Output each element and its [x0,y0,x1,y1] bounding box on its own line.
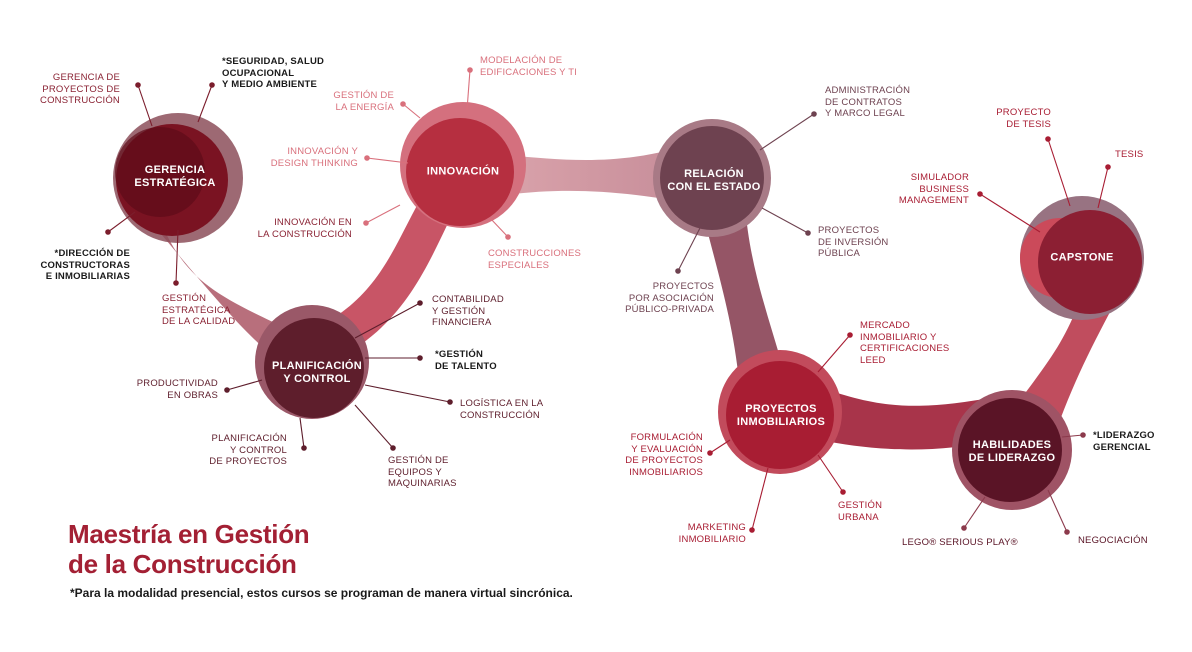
course-contabilidad: CONTABILIDAD Y GESTIÓN FINANCIERA [432,294,504,328]
node-planificacion [255,305,369,419]
footnote: *Para la modalidad presencial, estos cur… [70,586,573,600]
course-formulacion-evaluacion: FORMULACIÓN Y EVALUACIÓN DE PROYECTOS IN… [625,432,703,478]
course-logistica: LOGÍSTICA EN LA CONSTRUCCIÓN [460,398,544,421]
node-label-proyectos: PROYECTOS INMOBILIARIOS [736,403,826,428]
node-relacion [653,119,771,237]
band-proyectos-habilidades [815,385,1000,450]
course-simulador-business: SIMULADOR BUSINESS MANAGEMENT [898,172,969,206]
band-relacion-proyectos [705,205,785,392]
node-label-planificacion: PLANIFICACIÓN Y CONTROL [271,360,363,385]
node-label-innovacion: INNOVACIÓN [426,165,500,178]
node-innovacion [400,102,526,228]
course-gerencia-proyectos: GERENCIA DE PROYECTOS DE CONSTRUCCIÓN [40,72,120,106]
course-innovacion-design: INNOVACIÓN Y DESIGN THINKING [270,146,358,169]
course-productividad: PRODUCTIVIDAD EN OBRAS [136,378,218,401]
course-planificacion-proyectos: PLANIFICACIÓN Y CONTROL DE PROYECTOS [209,433,287,467]
course-seguridad-salud: *SEGURIDAD, SALUD OCUPACIONAL Y MEDIO AM… [222,56,325,90]
node-label-relacion: RELACIÓN CON EL ESTADO [667,168,761,193]
node-proyectos [718,350,842,474]
course-gestion-energia: GESTIÓN DE LA ENERGÍA [333,90,394,113]
course-mercado-inmobiliario: MERCADO INMOBILIARIO Y CERTIFICACIONES L… [860,320,950,366]
course-innovacion-construccion: INNOVACIÓN EN LA CONSTRUCCIÓN [257,217,352,240]
course-gestion-calidad: GESTIÓN ESTRATÉGICA DE LA CALIDAD [162,293,236,327]
course-gestion-urbana: GESTIÓN URBANA [838,500,883,523]
course-marketing-inmobiliario: MARKETING INMOBILIARIO [678,522,746,545]
leader-lines [107,69,1109,533]
course-tesis: TESIS [1115,149,1144,160]
course-asociacion-publico-privada: PROYECTOS POR ASOCIACIÓN PÚBLICO-PRIVADA [625,281,714,315]
course-direccion-constructoras: *DIRECCIÓN DE CONSTRUCTORAS E INMOBILIAR… [40,248,130,282]
course-modelacion-edificaciones: MODELACIÓN DE EDIFICACIONES Y TI [480,55,578,78]
band-gerencia-planificacion [145,215,290,352]
course-liderazgo-gerencial: *LIDERAZGO GERENCIAL [1093,430,1155,453]
node-habilidades [952,390,1072,510]
node-label-habilidades: HABILIDADES DE LIDERAZGO [968,439,1056,464]
course-lego-serious-play: LEGO® SERIOUS PLAY® [902,537,1018,548]
node-capstone [1020,196,1144,320]
node-label-gerencia: GERENCIA ESTRATÉGICA [134,164,216,189]
leader-dots [105,67,1111,535]
course-gestion-talento: *GESTIÓN DE TALENTO [435,349,497,372]
course-equipos-maquinarias: GESTIÓN DE EQUIPOS Y MAQUINARIAS [388,455,457,489]
node-label-capstone: CAPSTONE [1050,251,1114,264]
course-inversion-publica: PROYECTOS DE INVERSIÓN PÚBLICA [818,225,889,259]
course-negociacion: NEGOCIACIÓN [1078,535,1148,546]
course-construcciones-especiales: CONSTRUCCIONES ESPECIALES [488,248,582,271]
course-administracion-contratos: ADMINISTRACIÓN DE CONTRATOS Y MARCO LEGA… [825,85,911,119]
band-innovacion-relacion [505,150,672,200]
node-gerencia [113,113,243,243]
program-title: Maestría en Gestión de la Construcción [68,519,310,579]
course-proyecto-tesis: PROYECTO DE TESIS [996,107,1051,130]
band-planificacion-innovacion [330,200,452,345]
band-habilidades-capstone [1020,300,1110,420]
connector-bands [145,150,1110,450]
